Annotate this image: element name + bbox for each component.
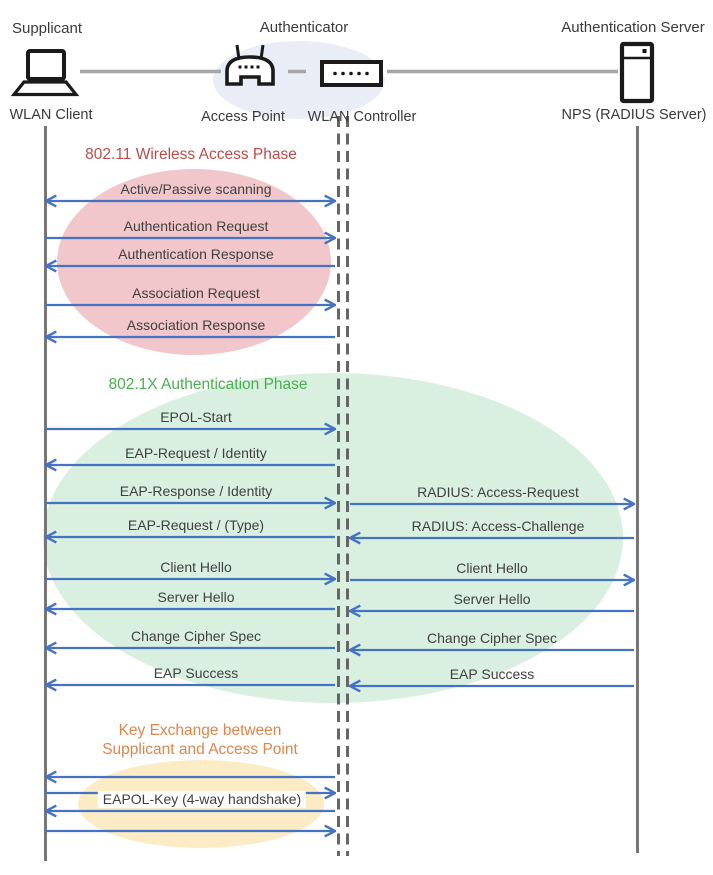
server-icon bbox=[619, 41, 655, 104]
authenticator-dashed-lifelines bbox=[337, 116, 349, 856]
phase-80211-ellipse bbox=[57, 169, 331, 355]
phase-key-exchange-ellipse bbox=[78, 760, 324, 848]
access-point-icon bbox=[225, 44, 275, 86]
laptop-icon bbox=[10, 49, 80, 97]
message-arrows bbox=[46, 201, 634, 831]
wlan-controller-leds bbox=[333, 71, 369, 76]
wlan-controller-icon bbox=[320, 60, 383, 87]
access-point-leds bbox=[238, 65, 260, 69]
